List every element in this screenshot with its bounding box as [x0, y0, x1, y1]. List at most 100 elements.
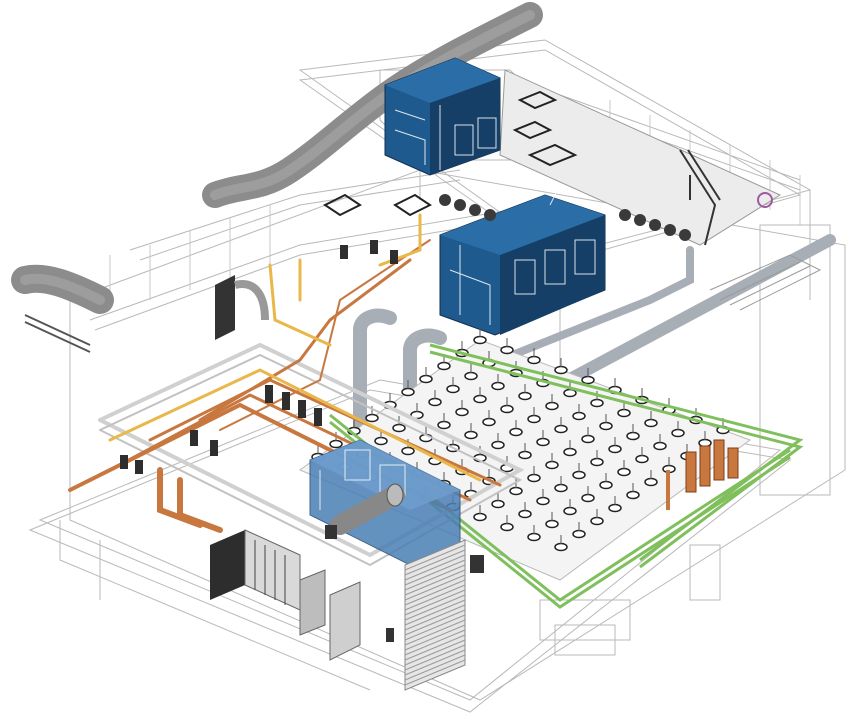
- roof-deck: [499, 69, 782, 246]
- valve-icon: [617, 467, 631, 477]
- valve-icon: [671, 428, 685, 438]
- valve-icon: [401, 446, 415, 456]
- valve-icon: [518, 450, 532, 460]
- shutter-slat: [404, 599, 466, 626]
- valve-icon: [437, 361, 451, 371]
- shutter-slat: [404, 574, 466, 601]
- shutter-slat: [404, 589, 466, 616]
- shutter-slat: [404, 579, 466, 606]
- shutter-slat: [404, 644, 466, 671]
- valve-icon: [536, 496, 550, 506]
- valve-icon: [527, 473, 541, 483]
- electrical-panels: [210, 525, 484, 661]
- roller-shutter-door: [404, 539, 466, 691]
- valve-icon: [545, 460, 559, 470]
- wall-louvre-duct: [234, 280, 269, 321]
- valve-icon: [518, 509, 532, 519]
- right-copper-valves: [666, 439, 739, 510]
- left-intake-duct: [11, 264, 114, 353]
- valve-icon: [365, 413, 379, 423]
- valve-icon: [437, 420, 451, 430]
- valve-icon: [473, 394, 487, 404]
- valve-icon: [509, 427, 523, 437]
- valve-icon: [374, 436, 388, 446]
- shutter-slat: [404, 594, 466, 621]
- valve-icon: [653, 441, 667, 451]
- valve-icon: [455, 407, 469, 417]
- valve-icon: [491, 440, 505, 450]
- valve-icon: [527, 532, 541, 542]
- shutter-slat: [404, 609, 466, 636]
- valve-icon: [644, 477, 658, 487]
- shutter-slat: [404, 614, 466, 641]
- valve-icon: [554, 542, 568, 552]
- air-handling-unit-lower: [439, 184, 606, 336]
- valve-icon: [527, 355, 541, 365]
- shutter-slat: [404, 659, 466, 686]
- valve-icon: [482, 417, 496, 427]
- valve-icon: [554, 365, 568, 375]
- valve-icon: [500, 345, 514, 355]
- shutter-slat: [404, 584, 466, 611]
- roof-vent: [757, 192, 773, 208]
- valve-icon: [491, 499, 505, 509]
- valve-icon: [527, 414, 541, 424]
- valve-icon: [446, 384, 460, 394]
- shutter-slat: [404, 549, 466, 576]
- valve-icon: [473, 512, 487, 522]
- valve-icon: [509, 486, 523, 496]
- roof-exhaust-duct: [202, 2, 543, 208]
- shutter-slat: [404, 564, 466, 591]
- shutter-slat: [404, 629, 466, 656]
- shutter-slat: [404, 624, 466, 651]
- valve-icon: [554, 424, 568, 434]
- roof-hatches: [323, 90, 578, 217]
- shutter-slat: [404, 649, 466, 676]
- valve-icon: [608, 444, 622, 454]
- valve-icon: [329, 439, 343, 449]
- wall-louvre: [215, 275, 235, 340]
- valve-icon: [599, 421, 613, 431]
- valve-icon: [626, 490, 640, 500]
- manifold-flanges: [439, 194, 691, 241]
- valve-icon: [518, 391, 532, 401]
- valve-icon: [608, 503, 622, 513]
- valve-icon: [617, 408, 631, 418]
- valve-icon: [500, 404, 514, 414]
- valve-icon: [491, 381, 505, 391]
- air-handling-unit-upper: [384, 57, 501, 176]
- valve-icon: [572, 529, 586, 539]
- valve-icon: [590, 398, 604, 408]
- valve-icon: [464, 371, 478, 381]
- valve-icon: [464, 430, 478, 440]
- access-stair: [709, 254, 822, 311]
- shutter-slat: [404, 569, 466, 596]
- rack-valves: [120, 240, 398, 474]
- valve-icon: [545, 519, 559, 529]
- valve-icon: [581, 493, 595, 503]
- shutter-slat: [404, 604, 466, 631]
- valve-icon: [419, 374, 433, 384]
- davit-crane: [679, 149, 721, 246]
- valve-icon: [572, 470, 586, 480]
- valve-icon: [581, 434, 595, 444]
- shutter-slat: [404, 619, 466, 646]
- valve-icon: [536, 437, 550, 447]
- valve-icon: [698, 438, 712, 448]
- valve-icon: [590, 457, 604, 467]
- valve-icon: [392, 423, 406, 433]
- valve-icon: [500, 522, 514, 532]
- shutter-slat: [404, 544, 466, 571]
- valve-icon: [626, 431, 640, 441]
- shutter-slat: [404, 634, 466, 661]
- valve-icon: [473, 335, 487, 345]
- shutter-slats: [404, 544, 466, 686]
- valve-icon: [563, 506, 577, 516]
- shutter-slat: [404, 554, 466, 581]
- valve-icon: [554, 483, 568, 493]
- valve-icon: [572, 411, 586, 421]
- valve-icon: [428, 397, 442, 407]
- valve-icon: [590, 516, 604, 526]
